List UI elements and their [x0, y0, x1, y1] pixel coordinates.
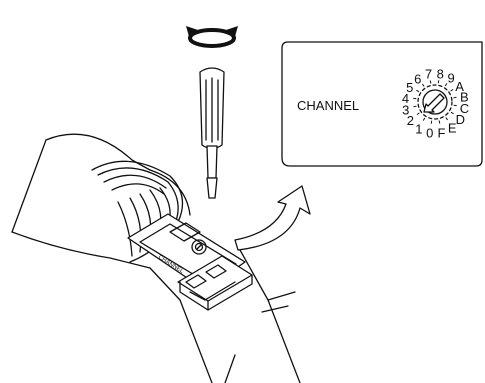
dial-outer-ring	[417, 84, 453, 120]
dial-position-F: F	[438, 125, 446, 140]
dial-tick	[453, 104, 457, 107]
mini-rotary-switch	[191, 239, 207, 255]
curved-pointer-arrow-icon	[234, 185, 311, 251]
dial-position-C: C	[460, 101, 469, 116]
dial-position-5: 5	[406, 80, 413, 95]
dial-tick	[430, 120, 433, 124]
dial-tick	[438, 120, 441, 124]
dial-position-4: 4	[402, 91, 409, 106]
dial-tick	[429, 80, 432, 84]
dial-pointer-arrow	[423, 93, 445, 113]
dial-tick	[421, 83, 425, 87]
dial-position-8: 8	[437, 67, 444, 82]
channel-label: CHANNEL	[297, 98, 359, 113]
dial-tick	[422, 117, 426, 121]
dial-position-6: 6	[414, 71, 421, 86]
dial-position-9: 9	[447, 71, 454, 86]
dial-tick	[416, 89, 420, 93]
dial-position-1: 1	[415, 121, 422, 136]
dial-position-A: A	[455, 79, 464, 94]
dial-tick	[453, 96, 457, 99]
dial-tick	[444, 83, 448, 87]
dial-position-E: E	[448, 121, 457, 136]
dial-position-2: 2	[407, 113, 414, 128]
dial-position-7: 7	[425, 67, 432, 82]
screwdriver-icon	[199, 67, 225, 199]
dial-position-B: B	[460, 90, 469, 105]
dial-position-0: 0	[426, 126, 433, 141]
control-panel: CHANNEL	[127, 213, 253, 311]
microphone-body	[11, 133, 301, 383]
dial-tick	[413, 105, 417, 108]
callout-box: CHANNEL	[281, 41, 483, 167]
dial-tick	[413, 97, 417, 100]
dial-body	[422, 89, 448, 115]
rotate-both-directions-icon	[186, 26, 238, 48]
dial-tick	[445, 117, 449, 121]
dial-tick	[450, 88, 454, 92]
dial-tick	[437, 80, 440, 84]
dial-tick	[450, 111, 454, 115]
dial-tick	[416, 112, 420, 116]
dial-position-3: 3	[402, 103, 409, 118]
dial-position-D: D	[456, 112, 465, 127]
